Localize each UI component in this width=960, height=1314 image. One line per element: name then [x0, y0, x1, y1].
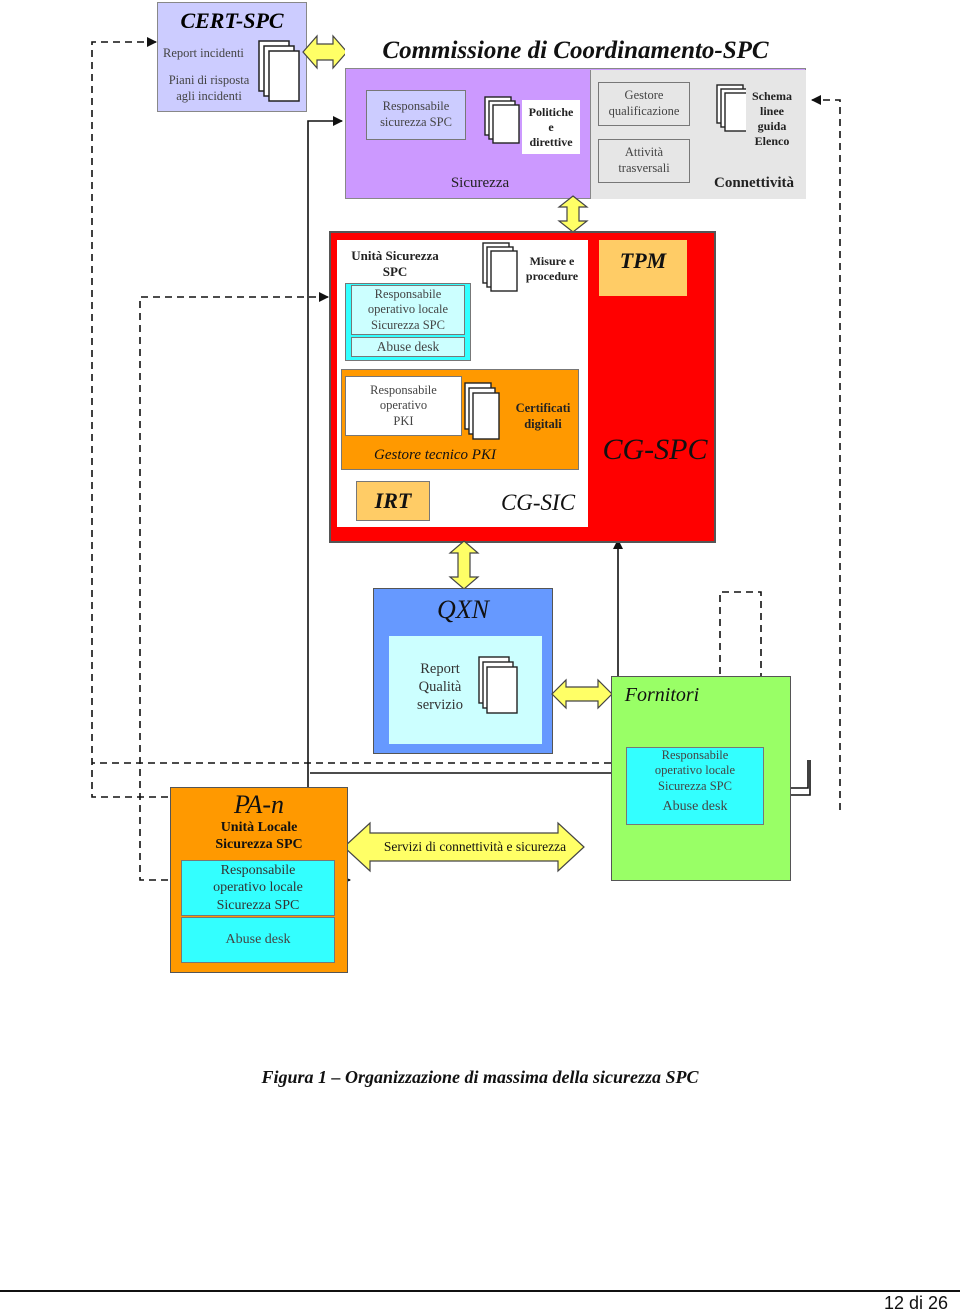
yellow-double-arrow-cgspc-qxn — [448, 540, 480, 590]
irt-box: IRT — [356, 481, 430, 521]
pa-n-abuse-desk: Abuse desk — [181, 917, 335, 963]
yellow-double-arrow-cert — [302, 34, 348, 70]
certificati-digitali-label: Certificati digitali — [515, 401, 571, 431]
unita-responsabile-box: Responsabile operativo locale Sicurezza … — [351, 285, 465, 335]
page-number: 12 di 26 — [883, 1293, 948, 1313]
fornitori-unit-box — [626, 747, 764, 825]
connettivita-label: Connettività — [714, 174, 794, 191]
piani-risposta-label: Piani di risposta agli incidenti — [168, 73, 250, 103]
politiche-documents-icon — [484, 96, 520, 144]
attivita-trasversali-box: Attività trasversali — [598, 139, 690, 183]
dashed-link-pa-cert — [91, 37, 168, 798]
yellow-double-arrow-servizi — [343, 821, 585, 873]
qxn-title: QXN — [437, 595, 489, 624]
fornitori-responsabile-box: Responsabile operativo locale Sicurezza … — [654, 747, 736, 793]
pa-n-unita-label: Unità Locale Sicurezza SPC — [215, 819, 303, 853]
commissione-title: Commissione di Coordinamento-SPC — [345, 33, 806, 69]
politiche-direttive-label: Politiche e direttive — [522, 100, 580, 154]
report-qualita-label: Report Qualità servizio — [417, 660, 463, 714]
figure-caption: Figura 1 – Organizzazione di massima del… — [261, 1066, 699, 1087]
unita-sicurezza-label: Unità Sicurezza SPC — [351, 247, 439, 279]
gestore-tecnico-pki-label: Gestore tecnico PKI — [374, 446, 496, 463]
responsabile-pki-box: Responsabile operativo PKI — [345, 376, 462, 436]
yellow-double-arrow-commissione-cgspc — [557, 195, 589, 233]
tpm-box: TPM — [599, 240, 687, 296]
report-incidenti-label: Report incidenti — [163, 46, 244, 60]
schema-linee-guida-label: Schema linee guida Elenco — [746, 88, 798, 150]
gestore-qualificazione-box: Gestore qualificazione — [598, 82, 690, 126]
certificati-documents-icon — [464, 382, 500, 440]
dashed-link-fornitori-commissione — [811, 95, 841, 810]
pa-n-responsabile-box: Responsabile operativo locale Sicurezza … — [181, 860, 335, 916]
footer-rule — [0, 1290, 960, 1292]
cg-sic-label: CG-SIC — [500, 490, 576, 515]
cert-documents-icon — [258, 40, 300, 102]
misure-documents-icon — [482, 242, 518, 292]
fornitori-title: Fornitori — [624, 683, 700, 706]
servizi-label: Servizi di connettività e sicurezza — [383, 839, 567, 854]
qxn-documents-icon — [478, 656, 518, 714]
unita-abuse-desk: Abuse desk — [351, 337, 465, 357]
yellow-double-arrow-qxn-fornitori — [551, 678, 613, 710]
cert-spc-title: CERT-SPC — [180, 8, 284, 33]
responsabile-sicurezza-box: Responsabile sicurezza SPC — [366, 90, 466, 140]
schema-documents-icon — [716, 84, 752, 132]
pa-n-title: PA-n — [233, 790, 285, 819]
sicurezza-label: Sicurezza — [450, 174, 510, 191]
fornitori-abuse-desk: Abuse desk — [662, 799, 728, 815]
cg-spc-label: CG-SPC — [602, 433, 708, 466]
misure-procedure-label: Misure e procedure — [525, 254, 579, 283]
